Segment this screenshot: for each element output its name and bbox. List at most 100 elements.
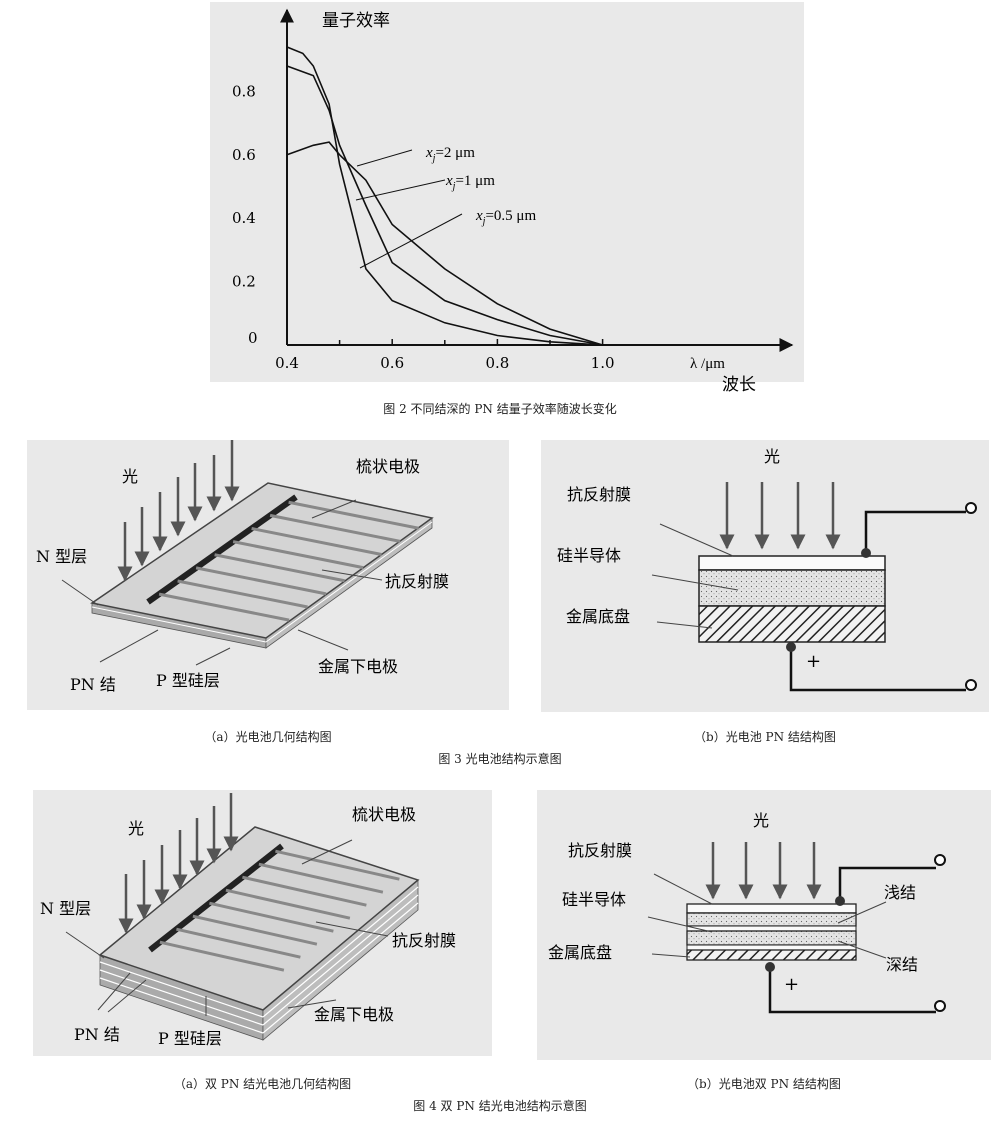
label-light: 光 [764, 447, 780, 466]
light-arrows [117, 440, 240, 582]
comb-finger [159, 940, 285, 972]
leader-antiref [659, 523, 734, 557]
comb-finger [209, 901, 334, 933]
chart-title: 量子效率 [322, 11, 390, 31]
comb-electrode-fingers [158, 500, 419, 622]
label-leader-xj2 [356, 149, 413, 167]
leader-semiconductor [651, 574, 739, 591]
label-antiref: 抗反射膜 [392, 931, 456, 950]
series-lines [286, 46, 603, 346]
plus-sign: + [784, 974, 799, 995]
label-comb-electrode: 梳状电极 [356, 457, 420, 476]
light-arrows [705, 842, 822, 900]
metal-base-layer [686, 949, 857, 961]
label-semiconductor: 硅半导体 [557, 546, 621, 565]
semiconductor-layer [686, 930, 857, 946]
leader-pn-2 [107, 979, 147, 1013]
bottom-terminal [965, 679, 977, 691]
comb-finger [158, 592, 290, 622]
fig2-caption: 图 2 不同结深的 PN 结量子效率随波长变化 [383, 402, 617, 416]
label-p-layer: P 型硅层 [156, 671, 220, 690]
leader-pn [99, 629, 159, 663]
x-tick-label: 1.0 [591, 354, 615, 372]
bottom-wire [789, 645, 966, 692]
label-pn-junction: PN 结 [70, 675, 116, 694]
y-tick-label: 0.8 [232, 82, 256, 100]
deep-junction [686, 944, 857, 951]
leader-pn-1 [97, 972, 131, 1011]
top-contact [861, 548, 871, 558]
label-light: 光 [753, 811, 769, 830]
cell-top-face [90, 482, 434, 639]
y-tick-label: 0.6 [232, 146, 256, 164]
fig3a-caption: （a）光电池几何结构图 [204, 730, 332, 744]
comb-finger [275, 849, 400, 881]
fig3b-caption: （b）光电池 PN 结结构图 [694, 730, 836, 744]
top-terminal [965, 502, 977, 514]
comb-finger [214, 553, 345, 583]
bottom-contact [786, 642, 796, 652]
label-semiconductor: 硅半导体 [562, 890, 626, 909]
label-metal-base: 金属底盘 [548, 943, 612, 962]
comb-electrode-fingers [159, 849, 400, 972]
comb-finger [251, 527, 382, 556]
label-n-layer: N 型层 [36, 547, 87, 566]
x-name-label: 波长 [722, 375, 756, 395]
fig3-caption: 图 3 光电池结构示意图 [438, 752, 562, 766]
fig4a-diagram: 光 梳状电极 抗反射膜 金属下电极 N 型层 PN 结 P 型硅层 [33, 790, 492, 1056]
label-leader-xj1 [355, 179, 446, 201]
comb-finger [258, 862, 384, 894]
leader-metal-base [656, 621, 713, 629]
shallow-junction [686, 925, 857, 932]
light-arrows [719, 482, 841, 550]
top-wire [864, 510, 966, 556]
y-tick-label: 0.2 [232, 273, 256, 291]
comb-finger [225, 888, 351, 920]
comb-finger [192, 914, 318, 946]
leader-shallow [837, 901, 887, 924]
y-tick-label: 0.4 [232, 209, 256, 227]
comb-finger [288, 500, 419, 530]
metal-base-layer [698, 605, 886, 643]
top-wire [838, 866, 936, 904]
leader-n-layer [65, 931, 105, 959]
leader-lines [647, 873, 887, 959]
leader-comb [301, 839, 353, 865]
x-tick-label: 0.6 [380, 354, 404, 372]
antiref-layer [698, 555, 886, 571]
leader-deep [837, 940, 887, 959]
leader-lines [61, 499, 383, 666]
label-leader-xj05 [359, 213, 463, 269]
fig2-background [210, 2, 804, 382]
x-tick-label: 0.4 [275, 354, 299, 372]
label-metal-electrode: 金属下电极 [318, 657, 398, 676]
label-shallow-junction: 浅结 [884, 883, 916, 902]
plus-sign: + [806, 651, 821, 672]
fig4b-diagram: + 光 抗反射膜 硅半导体 金属底盘 浅结 深结 [537, 790, 991, 1060]
series-labels: xj=2 μm xj=1 μm xj=0.5 μm [355, 145, 536, 269]
label-antiref: 抗反射膜 [385, 572, 449, 591]
series-line-1 [286, 65, 603, 346]
comb-finger [195, 566, 327, 596]
top-terminal [934, 854, 946, 866]
comb-finger [242, 875, 367, 907]
comb-finger [177, 579, 308, 609]
light-arrows [118, 793, 239, 934]
leader-antiref [653, 873, 713, 905]
label-p-layer: P 型硅层 [158, 1029, 222, 1048]
fig4a-caption: （a）双 PN 结光电池几何结构图 [173, 1077, 352, 1091]
label-light: 光 [122, 467, 138, 486]
fig3a-diagram: 光 梳状电极 抗反射膜 金属下电极 N 型层 PN 结 P 型硅层 [27, 440, 509, 710]
label-deep-junction: 深结 [886, 955, 918, 974]
leader-antiref [321, 569, 383, 581]
label-light: 光 [128, 819, 144, 838]
series-label-xj05: xj=0.5 μm [475, 208, 536, 227]
bottom-terminal [934, 1000, 946, 1012]
cell-layer-line [91, 606, 267, 643]
leader-lines [65, 839, 389, 1016]
series-line-0 [286, 46, 603, 346]
origin-label: 0 [248, 329, 258, 347]
leader-metal [287, 999, 337, 1009]
